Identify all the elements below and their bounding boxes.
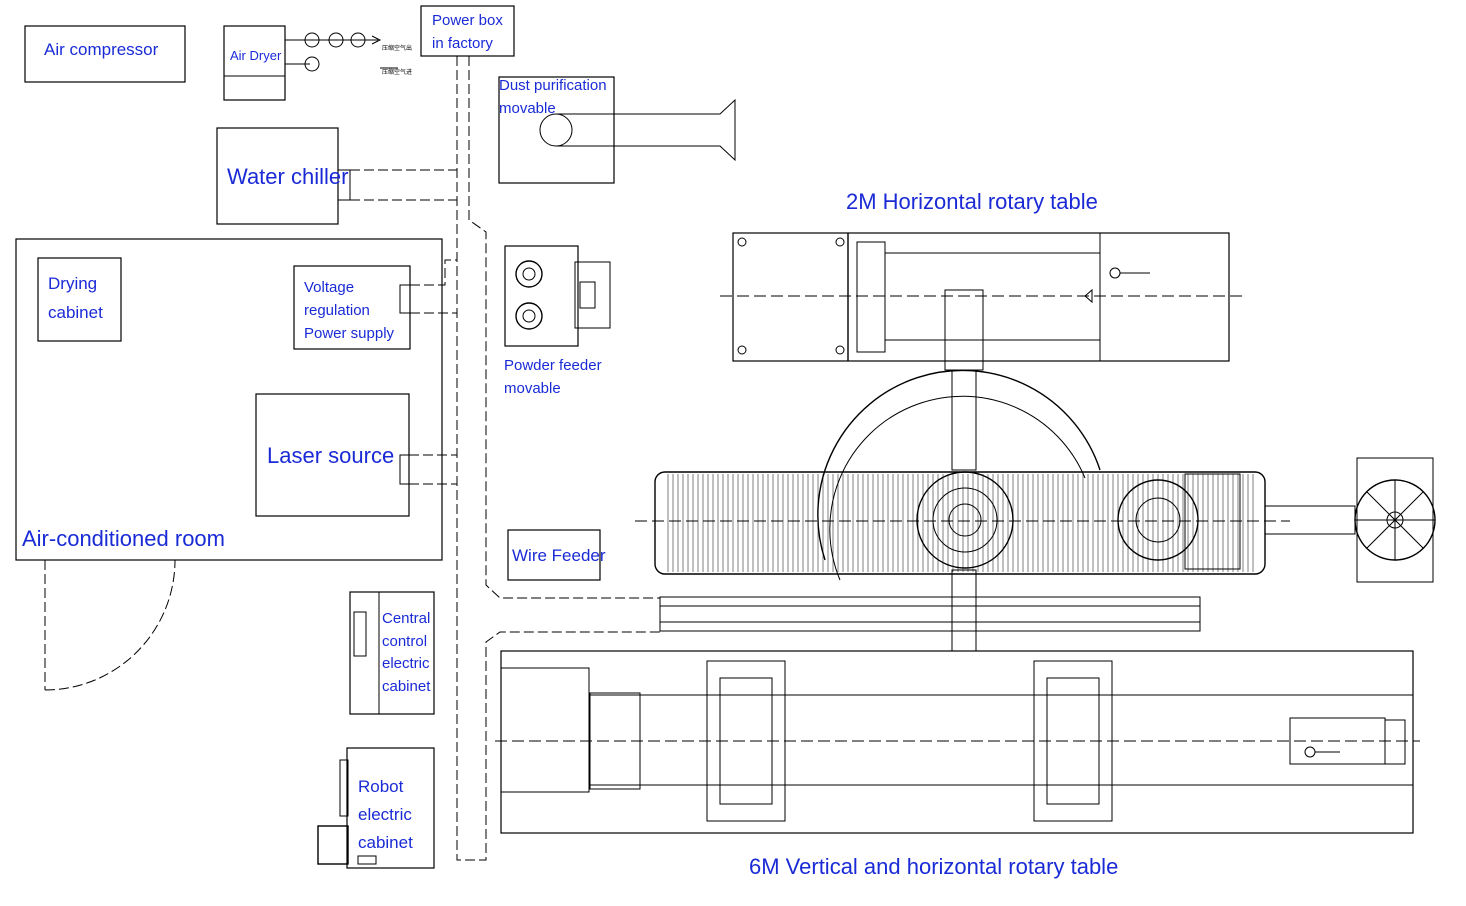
power-box: Power box in factory bbox=[420, 5, 515, 57]
voltage-label-1: Voltage bbox=[304, 279, 354, 296]
voltage-label-3: Power supply bbox=[304, 325, 395, 342]
central-label-1: Central bbox=[382, 610, 430, 627]
robot-label-3: cabinet bbox=[358, 833, 413, 852]
pipe-label-in: 压缩空气进 bbox=[382, 68, 412, 76]
dust-label-1: Dust purification bbox=[499, 77, 607, 94]
table-2m-label: 2M Horizontal rotary table bbox=[846, 189, 1098, 214]
cable-routing bbox=[350, 56, 660, 861]
air-compressor-label: Air compressor bbox=[44, 40, 159, 59]
air-compressor: Air compressor bbox=[24, 25, 186, 83]
robot-electric-cabinet: Robot electric cabinet bbox=[317, 747, 435, 869]
table-6m-label: 6M Vertical and horizontal rotary table bbox=[749, 854, 1118, 879]
wire-feeder: Wire Feeder bbox=[507, 529, 606, 581]
robot-label-1: Robot bbox=[358, 777, 404, 796]
water-chiller: Water chiller bbox=[216, 127, 351, 225]
drying-label-2: cabinet bbox=[48, 303, 103, 322]
central-label-4: cabinet bbox=[382, 678, 431, 695]
laser-source-label: Laser source bbox=[267, 443, 394, 468]
air-dryer: Air Dryer 压缩空气出 压缩空气进 bbox=[223, 25, 412, 101]
rotary-table-6m: 6M Vertical and horizontal rotary table bbox=[495, 650, 1420, 879]
powder-label-1: Powder feeder bbox=[504, 357, 602, 374]
pipe-label-out: 压缩空气出 bbox=[382, 44, 412, 52]
dust-label-2: movable bbox=[499, 100, 556, 117]
drum-ribs bbox=[667, 474, 1254, 572]
robot-rail-assembly bbox=[635, 289, 1436, 761]
laser-source: Laser source bbox=[255, 393, 410, 517]
rotary-table-2m: 2M Horizontal rotary table bbox=[720, 189, 1245, 362]
wire-feeder-label: Wire Feeder bbox=[512, 546, 606, 565]
power-box-label-2: in factory bbox=[432, 35, 493, 52]
water-chiller-label: Water chiller bbox=[227, 164, 348, 189]
central-control-cabinet: Central control electric cabinet bbox=[349, 591, 435, 715]
dust-purification: Dust purification movable bbox=[498, 76, 736, 184]
central-label-3: electric bbox=[382, 655, 430, 672]
air-room-label: Air-conditioned room bbox=[22, 526, 225, 551]
voltage-label-2: regulation bbox=[304, 302, 370, 319]
central-label-2: control bbox=[382, 633, 427, 650]
power-box-label-1: Power box bbox=[432, 12, 503, 29]
powder-feeder: Powder feeder movable bbox=[504, 245, 611, 397]
air-dryer-label: Air Dryer bbox=[230, 48, 282, 63]
drying-label-1: Drying bbox=[48, 274, 97, 293]
robot-label-2: electric bbox=[358, 805, 412, 824]
voltage-regulation-power-supply: Voltage regulation Power supply bbox=[293, 265, 411, 350]
powder-label-2: movable bbox=[504, 380, 561, 397]
drying-cabinet: Drying cabinet bbox=[37, 257, 122, 342]
